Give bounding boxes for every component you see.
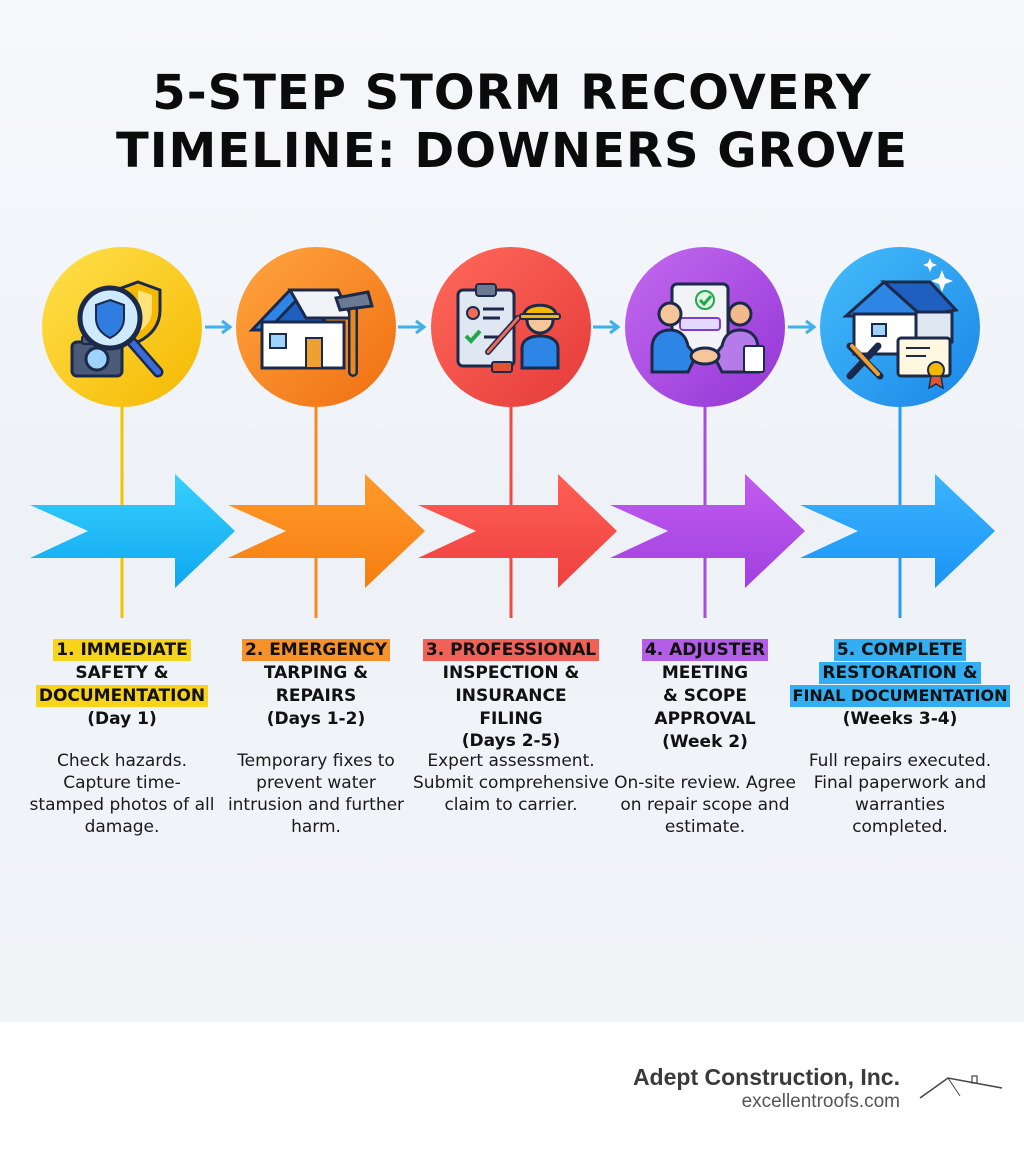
step-4-title-line-4: APPROVAL: [654, 709, 756, 729]
step-3-title-line-1: 3. PROFESSIONAL: [422, 639, 600, 661]
step-1-title: 1. IMMEDIATE SAFETY & DOCUMENTATION (Day…: [22, 639, 222, 731]
connector-1-2-head: [221, 319, 233, 335]
arrow-segment-2: [228, 474, 425, 588]
footer: Adept Construction, Inc. excellentroofs.…: [0, 1022, 1024, 1154]
company-url: excellentroofs.com: [741, 1091, 900, 1112]
step-3-title: 3. PROFESSIONAL INSPECTION & INSURANCE F…: [406, 639, 616, 751]
step-4-title-line-2: MEETING: [661, 663, 749, 683]
magnifier-shield-camera-icon: [70, 280, 164, 378]
connector-2-3-head: [415, 319, 427, 335]
step-4-title-line-1: 4. ADJUSTER: [641, 639, 769, 661]
connector-4-5-head: [805, 319, 817, 335]
step-5-title-line-3: FINAL DOCUMENTATION: [789, 685, 1011, 707]
step-4-description: On-site review. Agree on repair scope an…: [614, 773, 796, 837]
step-4-title-line-3: & SCOPE: [663, 686, 747, 706]
house-tarp-hammer-icon: [248, 288, 374, 377]
arrow-band: [30, 474, 995, 588]
step-4-timeframe: (Week 2): [662, 732, 748, 752]
step-3-title-line-4: FILING: [479, 709, 543, 729]
step-5-title: 5. COMPLETE RESTORATION & FINAL DOCUMENT…: [788, 639, 1012, 731]
step-3-timeframe: (Days 2-5): [461, 731, 561, 751]
arrow-segment-4: [610, 474, 805, 588]
timeline-graphic: [30, 247, 995, 618]
step-2-timeframe: (Days 1-2): [266, 709, 366, 729]
arrow-segment-3: [418, 474, 617, 588]
step-2-title-line-3: REPAIRS: [275, 686, 357, 706]
title-line-2: TIMELINE: DOWNERS GROVE: [115, 123, 909, 179]
step-1-description: Check hazards. Capture time-stamped phot…: [29, 751, 215, 837]
arrow-segment-1: [30, 474, 235, 588]
step-3-title-line-3: INSURANCE: [455, 686, 567, 706]
step-2-description: Temporary fixes to prevent water intrusi…: [227, 751, 405, 837]
clipboard-inspector-icon: [456, 283, 561, 373]
page-title: 5-STEP STORM RECOVERY TIMELINE: DOWNERS …: [0, 64, 1024, 180]
connector-3-4-head: [609, 319, 621, 335]
company-name: Adept Construction, Inc.: [632, 1064, 900, 1090]
title-line-1: 5-STEP STORM RECOVERY: [152, 65, 872, 121]
step-4-title: 4. ADJUSTER MEETING & SCOPE APPROVAL (We…: [605, 639, 805, 754]
step-1-title-line-3: DOCUMENTATION: [35, 685, 209, 707]
circle-connectors: [205, 319, 817, 335]
step-1-title-line-2: SAFETY &: [75, 663, 169, 683]
step-3-title-line-2: INSPECTION &: [442, 663, 580, 683]
step-1-title-line-1: 1. IMMEDIATE: [53, 639, 191, 661]
step-2-title-line-1: 2. EMERGENCY: [241, 639, 391, 661]
step-5-title-line-1: 5. COMPLETE: [833, 639, 967, 661]
roofline-logo-icon: [919, 1075, 1003, 1099]
step-3-description: Expert assessment. Submit comprehensive …: [413, 751, 609, 815]
step-1-timeframe: (Day 1): [87, 709, 157, 729]
house-tools-certificate-icon: [842, 258, 959, 390]
step-5-description: Full repairs executed. Final paperwork a…: [808, 751, 992, 837]
step-5-timeframe: (Weeks 3-4): [842, 709, 958, 729]
handshake-approval-icon: [650, 282, 765, 374]
arrow-segment-5: [800, 474, 995, 588]
step-2-title-line-2: TARPING &: [263, 663, 369, 683]
step-5-title-line-2: RESTORATION &: [819, 662, 981, 684]
step-2-title: 2. EMERGENCY TARPING & REPAIRS (Days 1-2…: [216, 639, 416, 731]
